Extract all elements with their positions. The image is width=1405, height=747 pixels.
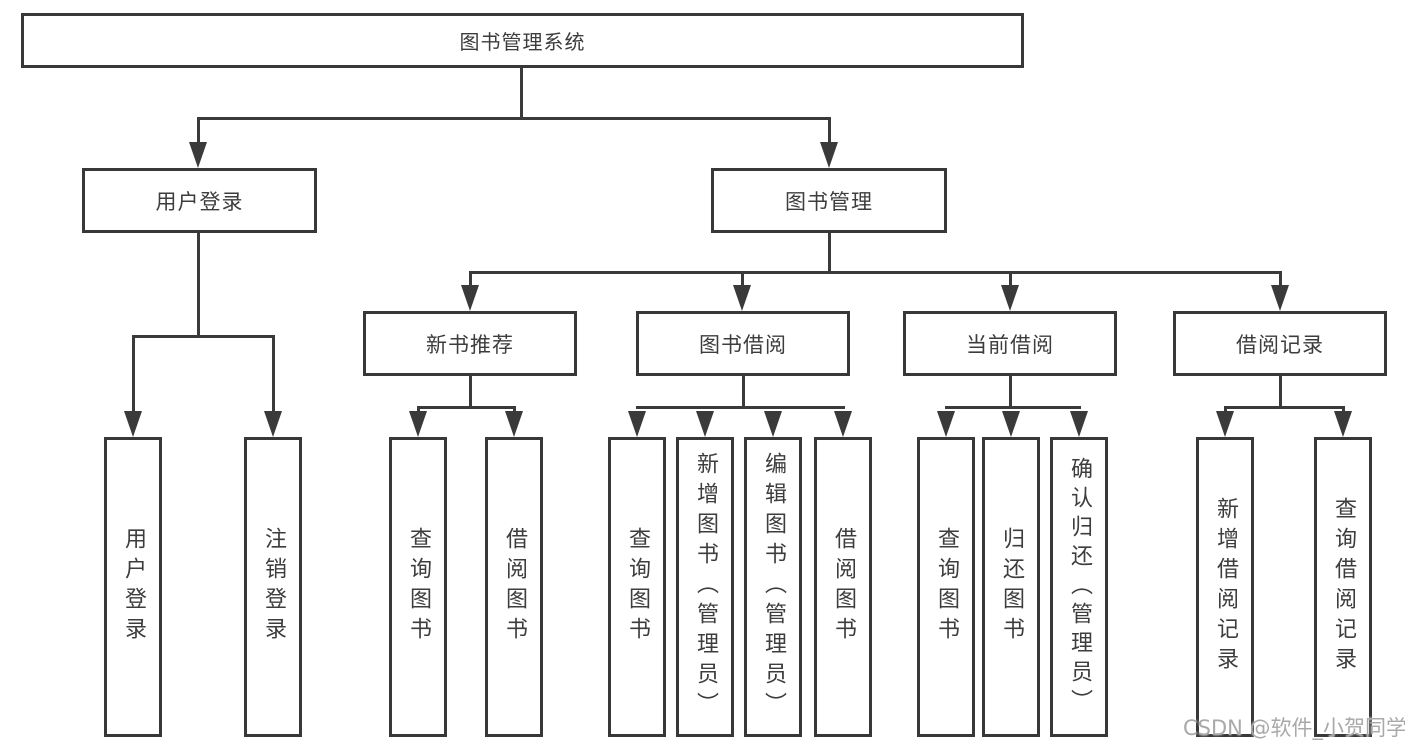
connector-user-login-stem — [197, 233, 200, 336]
leaf-records-add-label: 新增借阅记录 — [1213, 497, 1238, 677]
leaf-records-query: 查询借阅记录 — [1314, 437, 1372, 737]
csdn-watermark: CSDN @软件_小贺同学 — [1183, 716, 1405, 740]
arrow-to-borrow-records — [1271, 285, 1289, 311]
leaf-newbooks-query-label: 查询图书 — [406, 527, 431, 647]
leaf-user-login: 用户登录 — [104, 437, 162, 737]
node-book-mgmt-label: 图书管理 — [785, 189, 873, 214]
connector-current-borrow-stem — [1009, 376, 1012, 408]
leaf-borrow-borrow: 借阅图书 — [814, 437, 872, 737]
leaf-current-return-label: 归还图书 — [999, 527, 1024, 647]
leaf-records-query-label: 查询借阅记录 — [1331, 497, 1356, 677]
arrow-to-user-login — [189, 142, 207, 168]
connector-root-bar — [198, 117, 831, 120]
node-current-borrow: 当前借阅 — [903, 311, 1117, 376]
leaf-logout-label: 注销登录 — [261, 527, 286, 647]
connector-user-login-drop-1 — [132, 335, 135, 419]
arrow-to-c3 — [764, 411, 782, 437]
arrow-to-b2 — [505, 411, 523, 437]
leaf-borrow-query-label: 查询图书 — [625, 527, 650, 647]
node-user-login-label: 用户登录 — [155, 189, 244, 214]
leaf-current-return: 归还图书 — [982, 437, 1040, 737]
connector-borrow-records-bar — [1224, 406, 1345, 409]
connector-book-mgmt-drop-2 — [741, 271, 744, 291]
leaf-current-confirm-admin: 确认归还（管理员） — [1050, 437, 1108, 737]
connector-book-mgmt-stem — [828, 233, 831, 273]
arrow-to-d2 — [1002, 411, 1020, 437]
leaf-current-query: 查询图书 — [917, 437, 975, 737]
leaf-logout: 注销登录 — [244, 437, 302, 737]
connector-current-borrow-bar — [945, 406, 1081, 409]
arrow-to-d3 — [1070, 411, 1088, 437]
arrow-to-book-borrow — [733, 285, 751, 311]
node-current-borrow-label: 当前借阅 — [966, 332, 1054, 357]
arrow-to-b1 — [409, 411, 427, 437]
leaf-borrow-query: 查询图书 — [608, 437, 666, 737]
leaf-user-login-label: 用户登录 — [121, 527, 146, 647]
connector-book-borrow-bar — [636, 406, 845, 409]
leaf-newbooks-query: 查询图书 — [389, 437, 447, 737]
node-user-login: 用户登录 — [82, 168, 317, 233]
node-new-books: 新书推荐 — [363, 311, 577, 376]
leaf-records-add: 新增借阅记录 — [1196, 437, 1254, 737]
leaf-borrow-edit-admin: 编辑图书（管理员） — [744, 437, 802, 737]
arrow-to-book-mgmt — [820, 142, 838, 168]
arrow-to-c2 — [696, 411, 714, 437]
arrow-to-new-books — [461, 285, 479, 311]
connector-new-books-stem — [469, 376, 472, 408]
connector-new-books-bar — [417, 406, 516, 409]
arrow-to-e1 — [1216, 411, 1234, 437]
connector-book-mgmt-drop-4 — [1279, 271, 1282, 291]
arrow-to-d1 — [937, 411, 955, 437]
leaf-newbooks-borrow: 借阅图书 — [485, 437, 543, 737]
node-book-borrow-label: 图书借阅 — [699, 332, 787, 357]
leaf-current-confirm-admin-label: 确认归还（管理员） — [1067, 456, 1092, 718]
node-borrow-records: 借阅记录 — [1173, 311, 1387, 376]
node-book-mgmt: 图书管理 — [711, 168, 947, 233]
connector-book-mgmt-bar — [469, 271, 1281, 274]
connector-root-stem — [520, 68, 523, 118]
arrow-to-leaf-login — [124, 411, 142, 437]
connector-book-mgmt-drop-1 — [469, 271, 472, 291]
leaf-borrow-add-admin-label: 新增图书（管理员） — [693, 452, 718, 722]
leaf-borrow-edit-admin-label: 编辑图书（管理员） — [761, 452, 786, 722]
connector-book-mgmt-drop-3 — [1009, 271, 1012, 291]
arrow-to-leaf-logout — [264, 411, 282, 437]
connector-user-login-bar — [132, 335, 275, 338]
connector-book-borrow-stem — [742, 376, 745, 408]
node-new-books-label: 新书推荐 — [426, 332, 514, 357]
leaf-borrow-borrow-label: 借阅图书 — [831, 527, 856, 647]
connector-borrow-records-stem — [1279, 376, 1282, 408]
leaf-borrow-add-admin: 新增图书（管理员） — [676, 437, 734, 737]
leaf-newbooks-borrow-label: 借阅图书 — [502, 527, 527, 647]
node-book-borrow: 图书借阅 — [636, 311, 850, 376]
connector-root-drop-left — [197, 117, 200, 149]
arrow-to-e2 — [1334, 411, 1352, 437]
connector-root-drop-right — [828, 117, 831, 149]
node-library-system: 图书管理系统 — [21, 13, 1024, 68]
node-borrow-records-label: 借阅记录 — [1236, 332, 1324, 357]
arrow-to-current-borrow — [1001, 285, 1019, 311]
connector-user-login-drop-2 — [272, 335, 275, 419]
arrow-to-c4 — [834, 411, 852, 437]
arrow-to-c1 — [628, 411, 646, 437]
node-library-system-label: 图书管理系统 — [459, 30, 586, 54]
leaf-current-query-label: 查询图书 — [934, 527, 959, 647]
